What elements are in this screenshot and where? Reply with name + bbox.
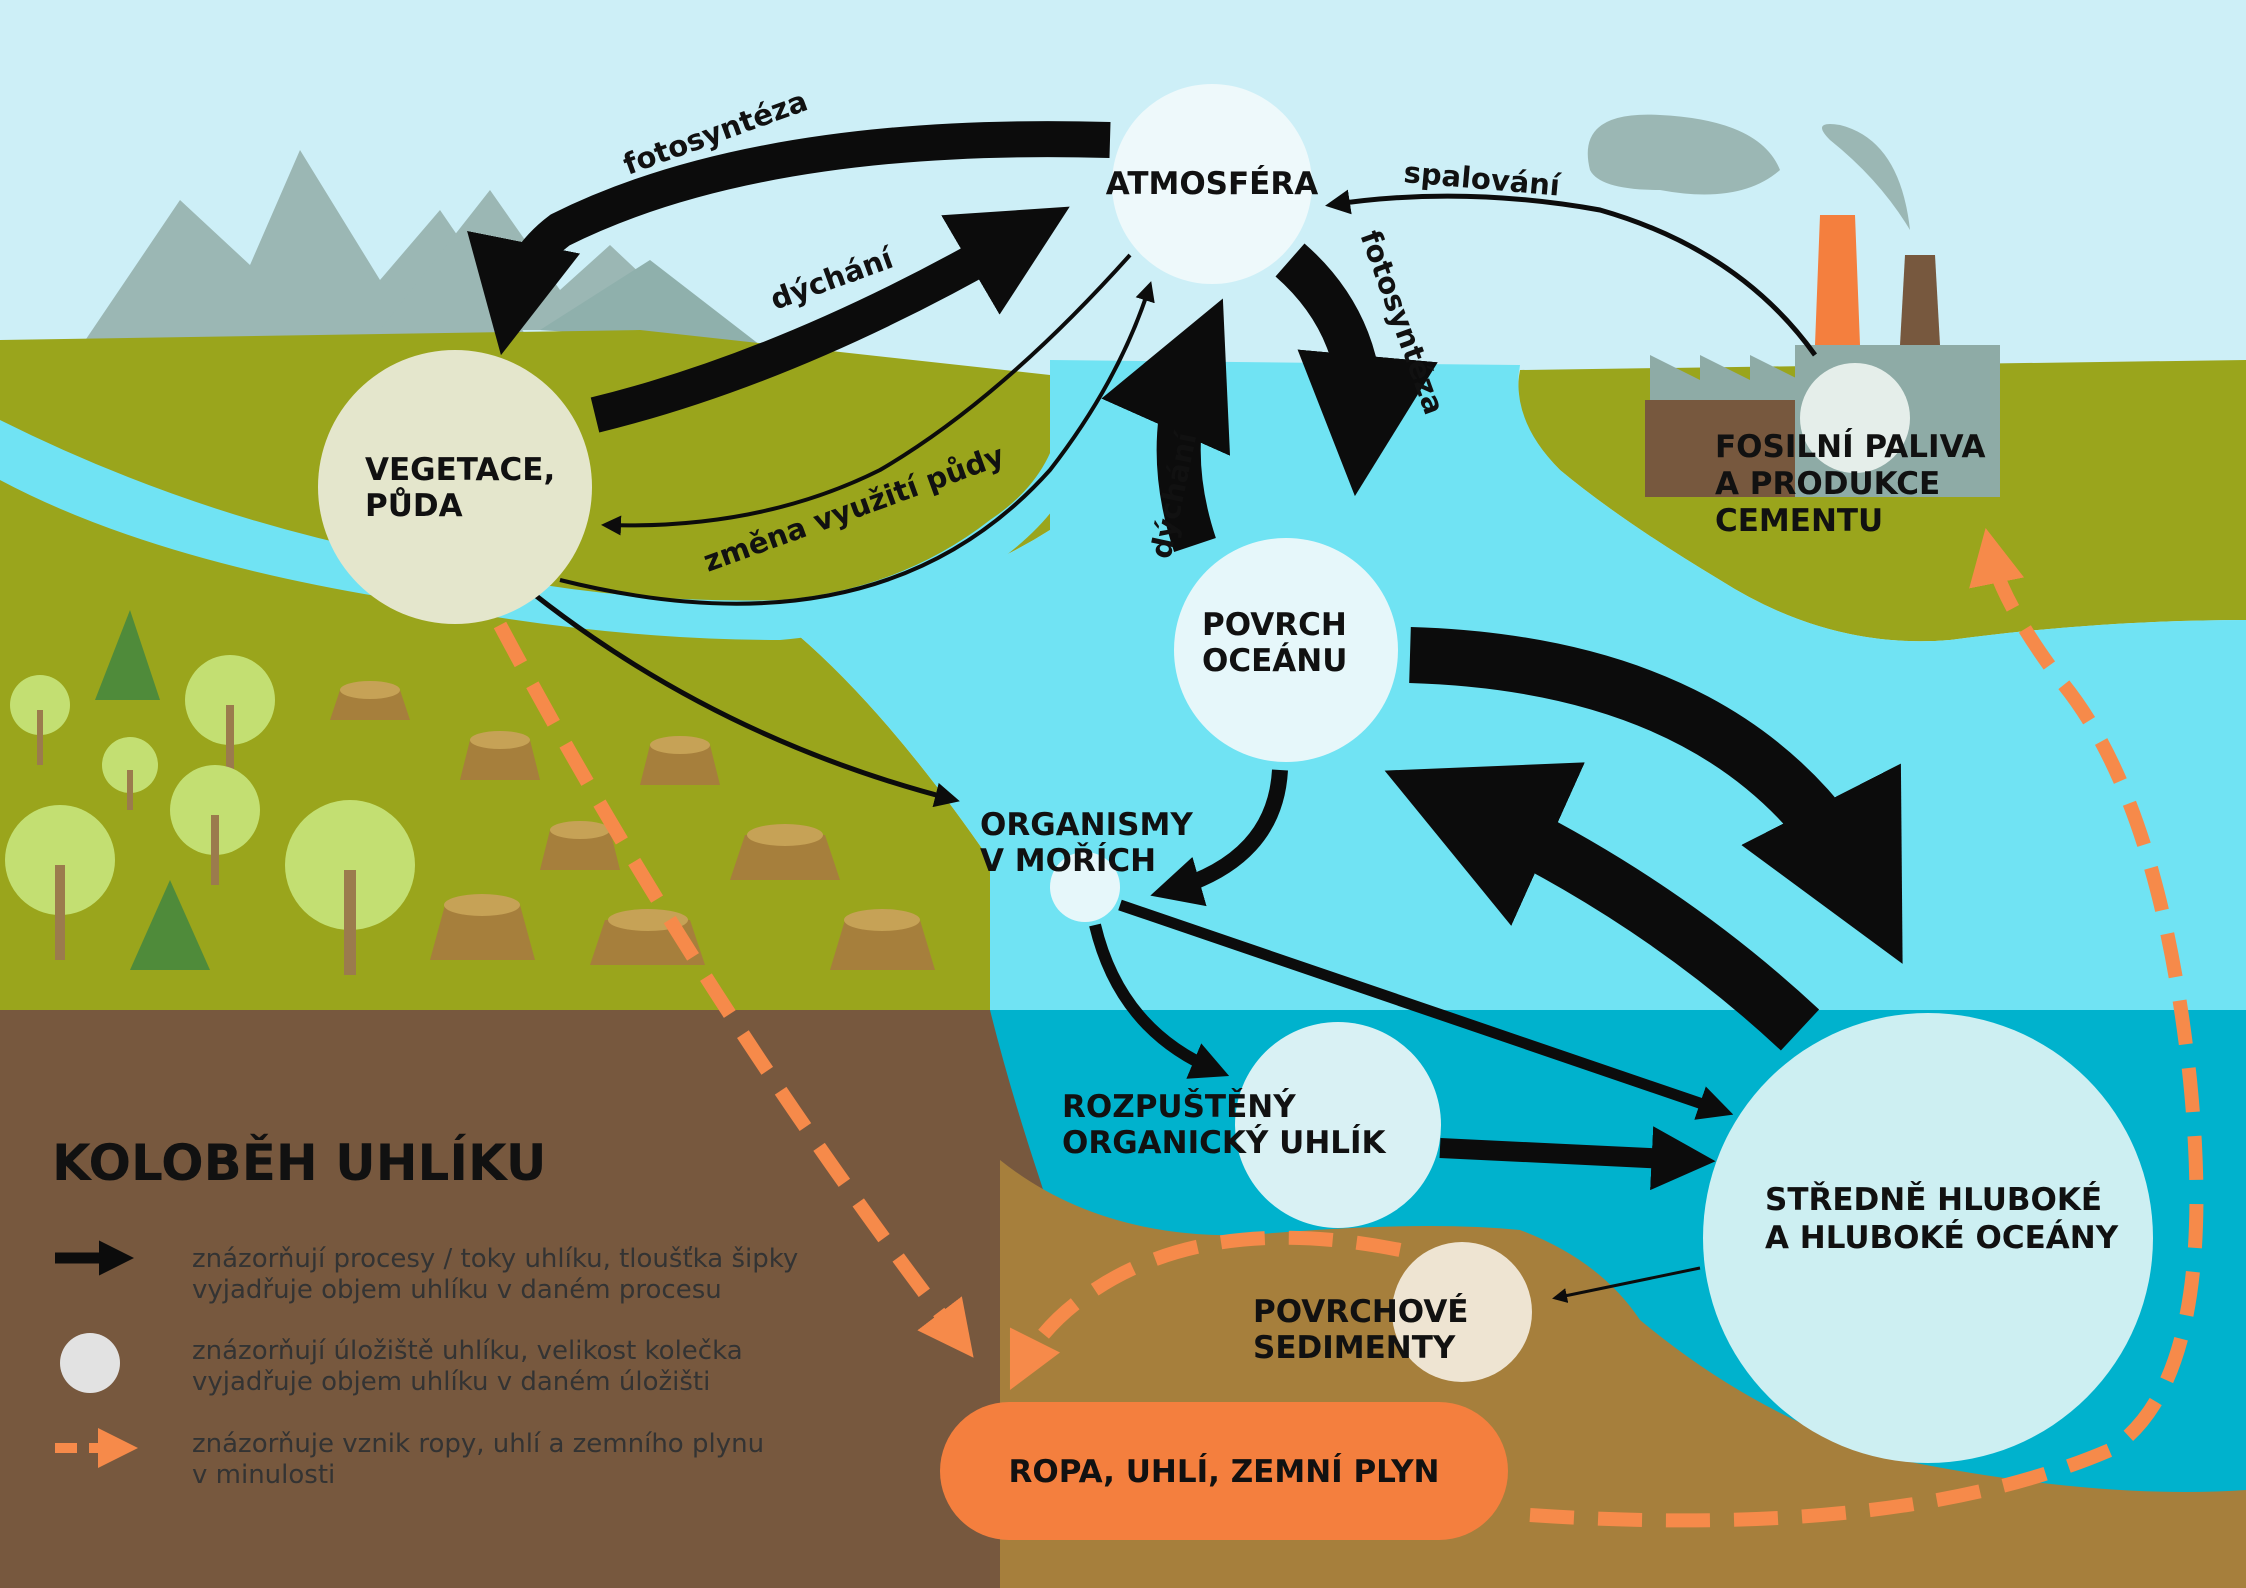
legend-arrow-text: znázorňují procesy / toky uhlíku, tloušť… (192, 1244, 807, 1305)
dashed-sediment-to-fossil (1009, 1230, 1402, 1391)
trees (5, 610, 415, 975)
ocean-surface-label: POVRCH OCEÁNU (1202, 607, 1358, 679)
arrow-veg-to-organisms (533, 593, 960, 808)
legend-dashed-text: znázorňuje vznik ropy, uhlí a zemního pl… (192, 1429, 772, 1490)
marine-organisms-label: ORGANISMY V MOŘÍCH (980, 807, 1204, 879)
diagram-title: KOLOBĚH UHLÍKU (52, 1133, 546, 1192)
arrow-dissolved-to-deep (1439, 1126, 1716, 1191)
dashed-fossil-to-industry (1529, 528, 2204, 1528)
factory-smoke (1587, 114, 1910, 230)
vegetation-node (318, 350, 592, 624)
fossil-formation-arrows (493, 528, 2204, 1528)
ocean-surface-node (1174, 538, 1398, 762)
mountains (55, 150, 760, 385)
sediments-node (1392, 1242, 1532, 1382)
oil-coal-gas-label: ROPA, UHLÍ, ZEMNÍ PLYN (1008, 1454, 1439, 1490)
atmosphere-node (1112, 84, 1312, 284)
legend-circle-icon (60, 1333, 120, 1393)
arrow-photosynthesis-land (467, 121, 1111, 356)
fossil-fuels-node (1800, 363, 1910, 473)
legend: KOLOBĚH UHLÍKU znázorňují procesy / toky… (52, 1133, 807, 1490)
vegetation-label: VEGETACE, PŮDA (365, 452, 566, 524)
arrow-deep-to-sediments (1552, 1266, 1701, 1303)
arrow-surface-to-deep (1409, 627, 1903, 964)
arrow-surface-to-organisms (1150, 769, 1288, 907)
dashed-veg-to-fossil (493, 621, 974, 1358)
atmosphere-label: ATMOSFÉRA (1106, 166, 1318, 202)
fossil-fuels-label: FOSILNÍ PALIVA A PRODUKCE CEMENTU (1715, 429, 1996, 539)
oil-coal-gas-box (940, 1402, 1508, 1540)
arrow-deep-to-surface (1384, 762, 1820, 1051)
arrow-organisms-to-deep (1118, 899, 1734, 1120)
arrow-respiration-land (590, 206, 1070, 433)
arrow-organisms-to-dissolved (1089, 923, 1230, 1079)
arrow-land-use-to-veg (601, 253, 1132, 536)
tree-stumps (330, 681, 935, 970)
arrow-photosynthesis-ocean (1275, 243, 1438, 497)
deep-ocean-node (1703, 1013, 2153, 1463)
marine-organisms-node (1050, 852, 1120, 922)
earth-ground (0, 1010, 1063, 1588)
arrow-combustion (1325, 189, 1818, 357)
dissolved-carbon-label: ROZPUŠTĚNÝ ORGANICKÝ UHLÍK (1062, 1088, 1387, 1161)
dissolved-carbon-node (1235, 1022, 1441, 1228)
arrow-respiration-ocean (1101, 298, 1231, 552)
sediments-label: POVRCHOVÉ SEDIMENTY (1253, 1294, 1479, 1366)
legend-circle-text: znázorňují úložiště uhlíku, velikost kol… (192, 1336, 751, 1397)
flow-arrows (467, 121, 1903, 1303)
deep-ocean-label: STŘEDNĚ HLUBOKÉ A HLUBOKÉ OCEÁNY (1765, 1182, 2119, 1256)
